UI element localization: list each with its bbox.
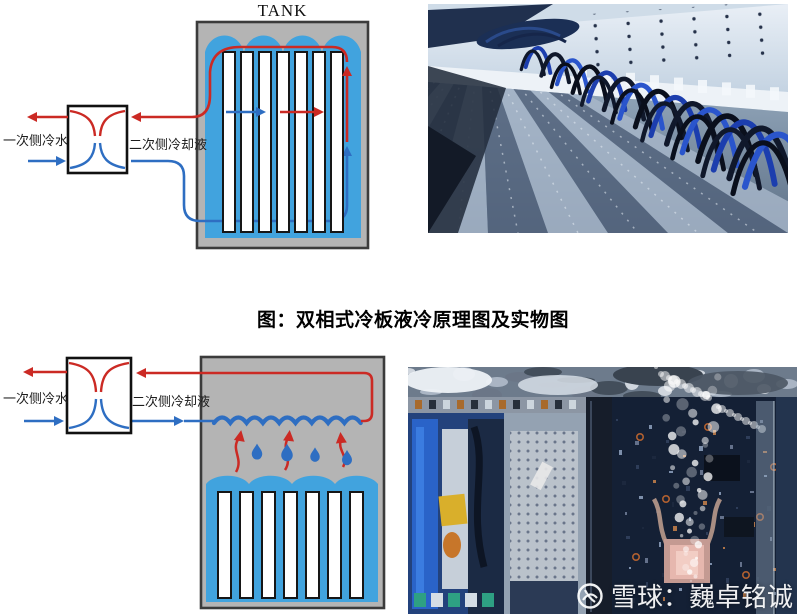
- tank-label: TANK: [257, 1, 308, 20]
- boiling-bubbles: [654, 367, 766, 583]
- board-components: [616, 419, 793, 607]
- watermark: 雪球：巍卓铭诚: [576, 577, 793, 614]
- heat-exchanger: [66, 104, 129, 175]
- server-blades: [222, 51, 344, 233]
- watermark-text: 雪球：巍卓铭诚: [611, 582, 794, 612]
- condensate-droplets: [251, 443, 352, 466]
- two-phase-schematic: [23, 355, 386, 610]
- server-blades: [217, 491, 364, 599]
- xueqiu-snowball-logo-icon: [577, 582, 603, 609]
- submerged-boards-photo: [408, 367, 797, 614]
- left-server-module: [408, 397, 504, 614]
- single-phase-schematic: [27, 20, 370, 250]
- middle-server-module: [504, 413, 586, 614]
- primary-side-label-bottom: 一次侧冷水: [3, 391, 69, 406]
- secondary-side-label-bottom: 二次侧冷却液: [132, 394, 211, 409]
- primary-side-label-top: 一次侧冷水: [3, 133, 69, 148]
- component-strip: [415, 400, 576, 409]
- condenser-coil: [211, 415, 363, 427]
- heat-exchanger: [65, 356, 133, 435]
- immersion-tank-photo: [428, 4, 788, 233]
- cooling-cables: [519, 46, 788, 197]
- secondary-side-label-top: 二次侧冷却液: [129, 137, 208, 152]
- vapor-arrowheads: [233, 430, 347, 444]
- figure-caption: 图：双相式冷板液冷原理图及实物图: [256, 310, 569, 331]
